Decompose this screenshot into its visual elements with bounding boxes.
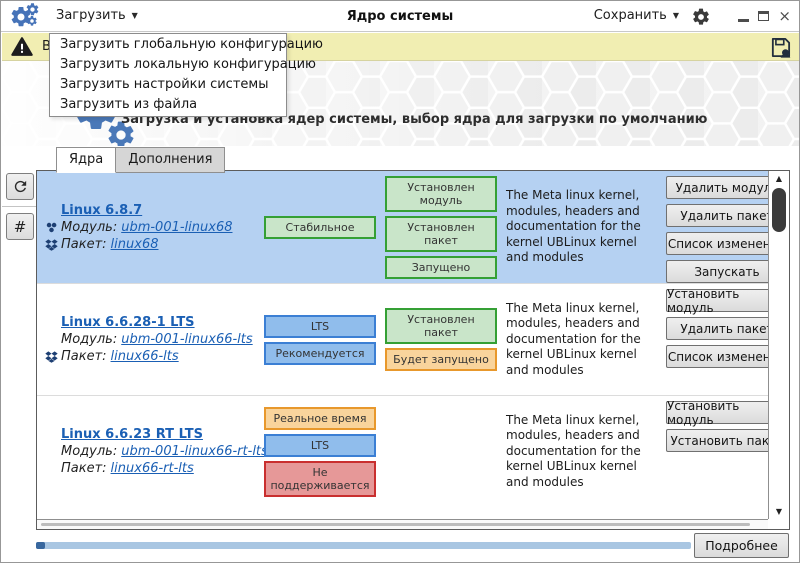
- save-config-icon[interactable]: [769, 36, 792, 59]
- page-title: Ядро системы: [346, 9, 454, 24]
- package-link[interactable]: linux68: [110, 236, 159, 252]
- status-badge: Реальное время: [264, 406, 376, 430]
- save-menu-label: Сохранить: [593, 8, 667, 23]
- module-link[interactable]: ubm-001-linux68: [121, 219, 233, 235]
- status-badge: Стабильное: [264, 215, 376, 239]
- window-controls: ×: [738, 7, 791, 25]
- badge-column-2: Установлен модуль Установлен пакет Запущ…: [385, 171, 497, 283]
- tab-kernels[interactable]: Ядра: [56, 147, 117, 173]
- close-button[interactable]: ×: [778, 7, 791, 25]
- refresh-icon: [12, 178, 29, 195]
- package-label: Пакет:: [61, 349, 107, 364]
- package-icon: [41, 350, 61, 363]
- hash-button[interactable]: #: [6, 213, 34, 240]
- status-badge: Рекомендуется: [264, 341, 376, 365]
- badge-column-2: Установлен пакет Будет запущено: [385, 284, 497, 395]
- scroll-down-arrow[interactable]: ▼: [775, 507, 783, 516]
- module-link[interactable]: ubm-001-linux66-lts: [121, 332, 253, 347]
- status-badge: Установлен пакет: [385, 308, 497, 344]
- settings-gear-button[interactable]: [691, 7, 711, 27]
- badge-column-1: Реальное время LTS Не поддерживается: [264, 396, 376, 507]
- kernel-actions: Установить модуль Удалить пакет Список и…: [666, 284, 768, 395]
- kernel-description: The Meta linux kernel, modules, headers …: [506, 412, 641, 489]
- kernel-info: Linux 6.6.23 RT LTS Модуль: ubm-001-linu…: [41, 396, 268, 507]
- status-badge: Будет запущено: [385, 348, 497, 371]
- run-button[interactable]: Запускать: [666, 260, 768, 283]
- horizontal-scrollbar[interactable]: [37, 519, 768, 529]
- scroll-up-arrow[interactable]: ▲: [775, 174, 783, 183]
- hscrollbar-thumb[interactable]: [41, 523, 751, 526]
- kernel-row-linux687[interactable]: Linux 6.8.7 Модуль: ubm-001-linux68 Па: [37, 171, 768, 283]
- tool-divider: [2, 206, 39, 207]
- scrollbar-thumb[interactable]: [772, 188, 786, 232]
- header-banner: Загрузка и установка ядер системы, выбор…: [2, 61, 799, 146]
- progress-bar: [36, 542, 691, 549]
- package-link[interactable]: linux66-lts: [110, 349, 179, 364]
- kernel-row-linux66lts[interactable]: Linux 6.6.28-1 LTS Модуль: ubm-001-linux…: [37, 283, 768, 395]
- kernel-name-link[interactable]: Linux 6.6.28-1 LTS: [61, 315, 195, 330]
- save-menu-button[interactable]: Сохранить ▼: [594, 8, 679, 23]
- progress-fill: [36, 542, 45, 549]
- tab-addons[interactable]: Дополнения: [116, 147, 226, 173]
- load-menu-button[interactable]: Загрузить ▼: [56, 8, 138, 23]
- minimize-button[interactable]: [738, 18, 750, 22]
- module-label: Модуль:: [61, 444, 118, 459]
- vertical-scrollbar[interactable]: ▲ ▼: [768, 171, 789, 519]
- kernel-row-linux66rtlts[interactable]: Linux 6.6.23 RT LTS Модуль: ubm-001-linu…: [37, 395, 768, 507]
- changelog-button[interactable]: Список изменений: [666, 232, 768, 255]
- refresh-button[interactable]: [6, 173, 34, 200]
- status-badge: LTS: [264, 433, 376, 457]
- load-dropdown-menu: Загрузить глобальную конфигурацию Загруз…: [49, 33, 323, 117]
- install-module-button[interactable]: Установить модуль: [666, 399, 768, 427]
- menu-item-load-from-file[interactable]: Загрузить из файла: [60, 97, 198, 112]
- module-icon: [41, 221, 61, 234]
- menu-item-load-system-settings[interactable]: Загрузить настройки системы: [60, 77, 269, 92]
- package-link[interactable]: linux66-rt-lts: [110, 461, 194, 476]
- package-icon: [41, 238, 61, 251]
- menu-item-load-local-config[interactable]: Загрузить локальную конфигурацию: [60, 57, 316, 72]
- changelog-button[interactable]: Список изменений: [666, 345, 768, 368]
- kernel-name-link[interactable]: Linux 6.8.7: [61, 202, 143, 218]
- badge-column-2: [385, 396, 497, 507]
- kernel-description: The Meta linux kernel, modules, headers …: [506, 188, 641, 265]
- remove-package-button[interactable]: Удалить пакет: [666, 317, 768, 340]
- remove-module-button[interactable]: Удалить модуль: [666, 176, 768, 199]
- install-package-button[interactable]: Установить пакет: [666, 429, 768, 452]
- chevron-down-icon: ▼: [131, 11, 138, 20]
- tab-bar: Ядра Дополнения: [56, 147, 226, 173]
- kernel-rows: Linux 6.8.7 Модуль: ubm-001-linux68 Па: [37, 171, 768, 519]
- status-badge: Не поддерживается: [264, 460, 376, 497]
- status-badge: Установлен пакет: [385, 215, 497, 252]
- maximize-button[interactable]: [758, 11, 770, 21]
- badge-column-1: LTS Рекомендуется: [264, 284, 376, 395]
- warning-icon: [10, 36, 34, 58]
- install-module-button[interactable]: Установить модуль: [666, 287, 768, 315]
- warning-text: В: [42, 39, 51, 54]
- kernel-actions: Удалить модуль Удалить пакет Список изме…: [666, 171, 768, 283]
- module-link[interactable]: ubm-001-linux66-rt-lts: [121, 444, 268, 459]
- badge-column-1: Стабильное: [264, 171, 376, 283]
- chevron-down-icon: ▼: [672, 11, 679, 20]
- menu-item-load-global-config[interactable]: Загрузить глобальную конфигурацию: [60, 37, 323, 52]
- status-badge: LTS: [264, 314, 376, 338]
- titlebar: Загрузить ▼ Ядро системы Сохранить ▼ ×: [1, 1, 799, 32]
- module-label: Модуль:: [61, 332, 118, 347]
- package-label: Пакет:: [61, 461, 107, 476]
- kernel-info: Linux 6.6.28-1 LTS Модуль: ubm-001-linux…: [41, 284, 259, 395]
- status-badge: Запущено: [385, 255, 497, 279]
- status-badge: Установлен модуль: [385, 175, 497, 212]
- remove-package-button[interactable]: Удалить пакет: [666, 204, 768, 227]
- details-button[interactable]: Подробнее: [694, 533, 789, 558]
- kernel-name-link[interactable]: Linux 6.6.23 RT LTS: [61, 427, 203, 442]
- package-label: Пакет:: [61, 236, 107, 252]
- load-menu-label: Загрузить: [56, 8, 126, 23]
- module-label: Модуль:: [61, 219, 118, 235]
- kernel-actions: Установить модуль Установить пакет: [666, 396, 768, 507]
- kernel-description: The Meta linux kernel, modules, headers …: [506, 300, 641, 377]
- kernel-info: Linux 6.8.7 Модуль: ubm-001-linux68 Па: [41, 171, 259, 283]
- kernel-list: Linux 6.8.7 Модуль: ubm-001-linux68 Па: [36, 170, 790, 530]
- tool-column: #: [2, 173, 39, 240]
